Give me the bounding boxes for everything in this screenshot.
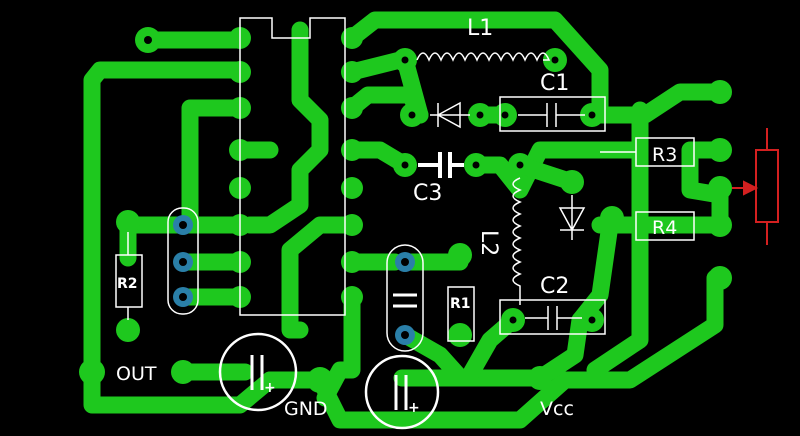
via-group-outline [167,207,199,315]
label-c2: C2 [540,274,569,299]
crystal-symbol [393,293,417,308]
pad-holes [144,36,596,324]
ic-outline [239,17,346,316]
ic-pad-10 [341,251,363,273]
electrolytic-cap-1 [218,332,298,412]
ic-pad-12 [341,177,363,199]
ic-pad-15 [341,61,363,83]
ic-pad-14 [341,97,363,119]
ic-pad-9 [341,286,363,308]
c1-outline [499,96,606,132]
pad-r3-right [708,138,732,162]
label-l2: L2 [476,230,501,256]
label-c3: C3 [413,181,442,206]
c1-symbol [518,103,585,127]
label-r3: R3 [652,144,677,166]
silkscreen [115,17,695,430]
r2-outline [115,254,143,308]
l1-coil [416,52,551,62]
pad-r4-right [708,213,732,237]
label-cap1-plus: + [264,380,276,396]
diode-2-symbol [558,195,586,240]
pad-d2-top [560,170,584,194]
label-vcc: Vcc [540,398,574,420]
label-r2: R2 [117,276,138,292]
c2-symbol [525,306,582,330]
r1-outline [447,286,475,342]
label-gnd: GND [284,398,328,420]
c3-symbol [418,152,464,178]
label-r4: R4 [652,217,677,239]
labels: L1 C1 C3 C2 L2 R3 R4 R2 R1 OUT GND Vcc +… [116,16,677,420]
label-c1: C1 [540,71,569,96]
pad-r2-bottom [116,318,140,342]
pad-out [79,359,105,385]
pad-r2-top [116,210,140,234]
c2-outline [499,299,606,335]
pad-d2-bottom [600,206,624,230]
pad-right-bottom [708,266,732,290]
pad-pot-wiper [708,176,732,200]
label-cap2-plus: + [408,400,420,416]
label-r1: R1 [450,296,471,312]
pot-wiper-arrow [743,180,759,196]
ic-pad-16 [341,27,363,49]
label-l1: L1 [467,16,493,41]
r4-outline [635,211,695,241]
pad-right-top [708,80,732,104]
pad-r1-top [448,243,472,267]
crystal-outline [386,244,424,352]
l2-coil [512,177,522,305]
pad-vcc [528,366,552,390]
potentiometer [732,128,779,245]
electrolytic-cap-2 [364,354,440,430]
ic-pad-13 [341,139,363,161]
pad-gnd [307,367,333,393]
pads [79,27,732,393]
label-out: OUT [116,363,157,385]
ic-pad-11 [341,214,363,236]
pad-cap1-left [171,360,195,384]
pad-r1-bottom [448,323,472,347]
diode-1-symbol [430,101,470,129]
vias [173,215,415,345]
